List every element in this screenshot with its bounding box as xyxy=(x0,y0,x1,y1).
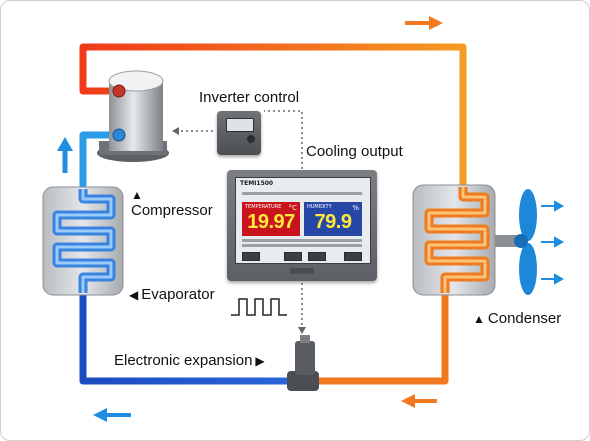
inverter-control-text: Inverter control xyxy=(199,89,300,106)
humidity-value: 79.9 xyxy=(314,211,352,233)
up-triangle-icon: ▲ xyxy=(473,312,485,326)
temperature-unit: °C xyxy=(288,204,297,212)
compressor-text: Compressor xyxy=(131,202,213,219)
condenser-label: ▲Condenser xyxy=(473,310,564,328)
temperature-value: 19.97 xyxy=(247,211,295,233)
flow-arrow-top-right xyxy=(405,16,443,30)
cooling-output-link xyxy=(264,110,303,169)
humidity-label: HUMIDITY xyxy=(307,204,332,210)
inverter-knob xyxy=(247,135,255,143)
screen-button-3[interactable] xyxy=(308,252,326,261)
flow-arrow-left-up xyxy=(57,137,73,173)
controller-brand: TEMI1500 xyxy=(240,180,274,187)
inverter-unit xyxy=(217,111,261,155)
humidity-box: HUMIDITY % 79.9 xyxy=(304,202,362,236)
suction-line xyxy=(79,131,119,187)
electronic-expansion-label: Electronic expansion▶ xyxy=(111,352,265,370)
inverter-display xyxy=(226,118,254,132)
screen-button-4[interactable] xyxy=(344,252,362,261)
hot-discharge-line xyxy=(79,43,467,187)
screen-status-row xyxy=(242,244,362,247)
inverter-control-label: Inverter control xyxy=(199,89,299,107)
compressor-icon xyxy=(97,70,169,162)
condenser-outlet-line xyxy=(319,291,449,385)
pwm-pulse-icon xyxy=(231,298,287,316)
temperature-label: TEMPERATURE xyxy=(245,204,282,210)
cooling-output-label: Cooling output xyxy=(306,143,403,161)
flow-arrow-bottom-right xyxy=(401,394,437,408)
up-triangle-icon: ▲ xyxy=(131,188,143,202)
screen-button-1[interactable] xyxy=(242,252,260,261)
cold-return-line xyxy=(79,291,287,385)
controller-screen: TEMI1500 TEMPERATURE °C 19.97 HUMIDITY %… xyxy=(235,177,371,264)
screen-button-2[interactable] xyxy=(284,252,302,261)
evaporator-label: ◀Evaporator xyxy=(129,286,218,304)
flow-arrow-bottom-left xyxy=(93,408,131,422)
left-triangle-icon: ◀ xyxy=(129,288,139,302)
compressor-label: ▲ Compressor xyxy=(131,187,213,219)
condenser-text: Condenser xyxy=(487,310,562,327)
condenser-fan-icon xyxy=(495,189,537,295)
temperature-box: TEMPERATURE °C 19.97 xyxy=(242,202,300,236)
controller-panel: TEMI1500 TEMPERATURE °C 19.97 HUMIDITY %… xyxy=(227,170,377,281)
screen-setpoint-row xyxy=(242,239,362,242)
controller-home-button[interactable] xyxy=(290,268,314,274)
cooling-output-text: Cooling output xyxy=(306,143,403,160)
expansion-valve-icon xyxy=(287,335,319,391)
humidity-unit: % xyxy=(352,204,359,212)
screen-status-bar xyxy=(242,192,362,195)
electronic-expansion-text: Electronic expansion xyxy=(114,352,253,369)
evaporator-text: Evaporator xyxy=(141,286,215,303)
airflow-arrows xyxy=(541,200,565,285)
right-triangle-icon: ▶ xyxy=(255,354,265,368)
